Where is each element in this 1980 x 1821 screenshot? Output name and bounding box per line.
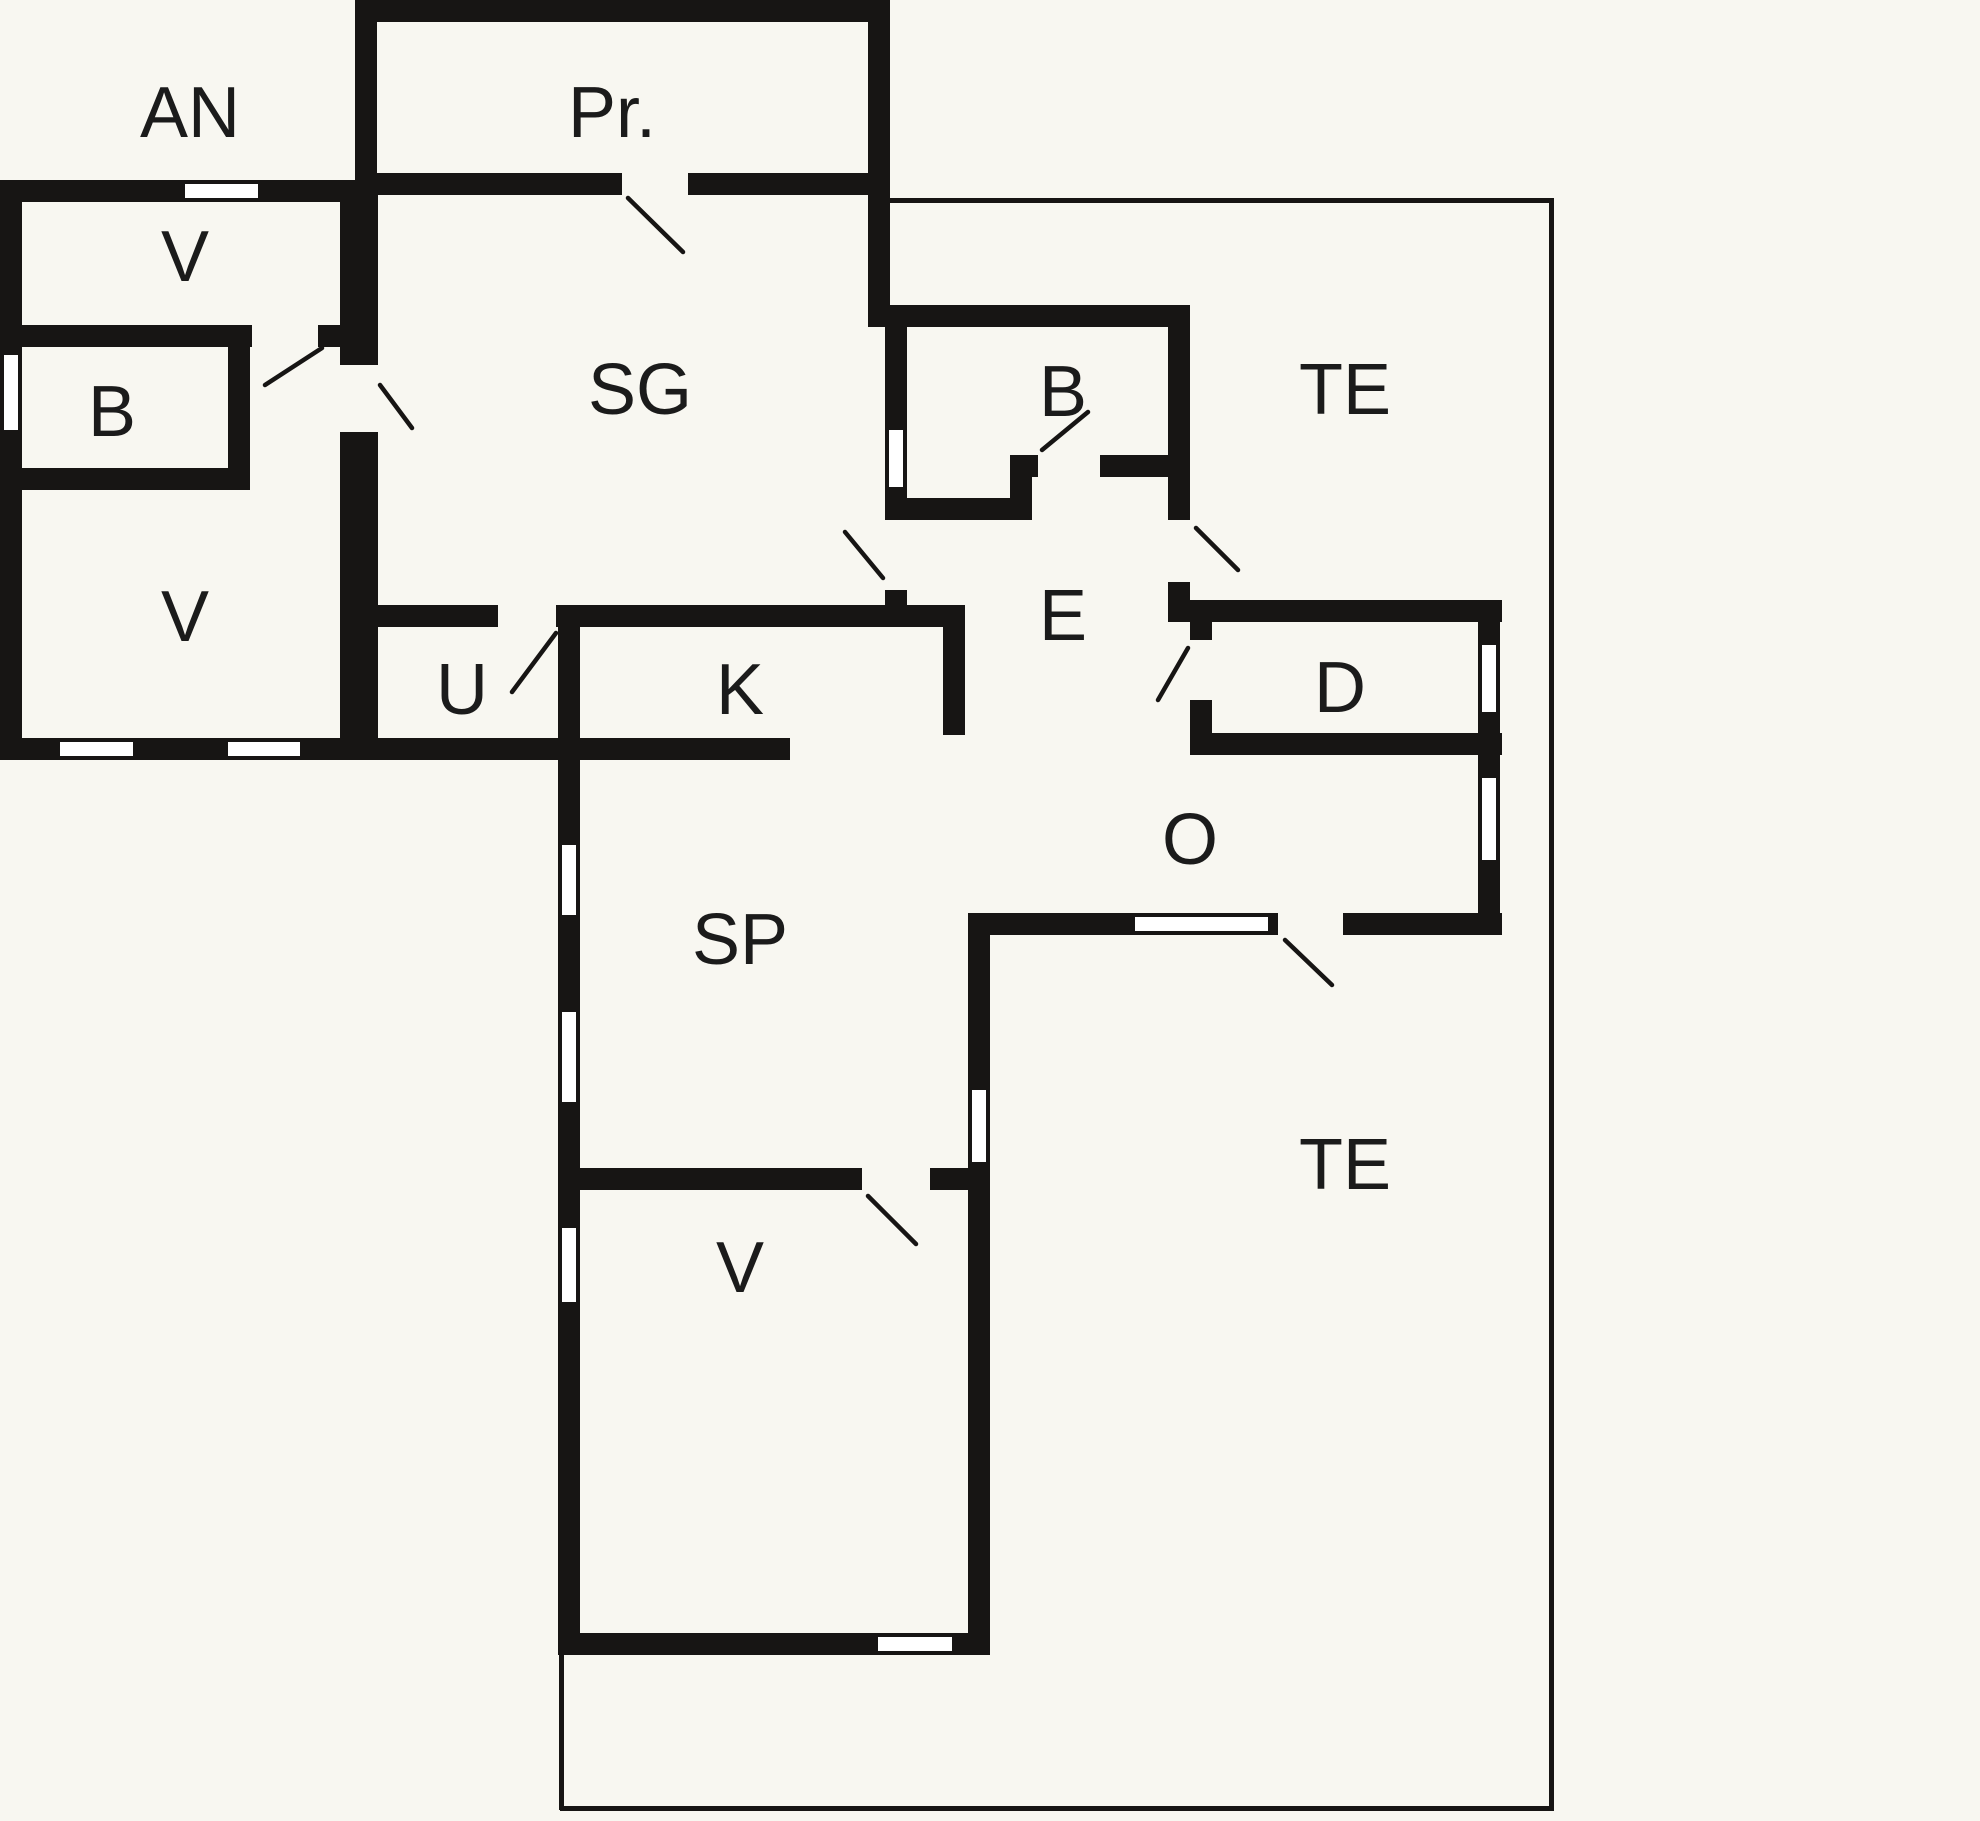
door-swing-annex-vb xyxy=(262,345,325,388)
door-swing-d xyxy=(1155,645,1191,703)
room-label-te-lower: TE xyxy=(1299,1125,1391,1205)
room-label-b-annex: B xyxy=(88,372,136,452)
room-label-u: U xyxy=(436,650,488,730)
door-swing-u xyxy=(509,630,559,695)
room-label-an: AN xyxy=(140,73,240,153)
room-label-k: K xyxy=(716,650,764,730)
door-swing-sp-v xyxy=(865,1193,919,1247)
room-label-d: D xyxy=(1314,648,1366,728)
door-swing-e-terrace xyxy=(1193,525,1241,573)
door-swing-annex-sg xyxy=(377,382,415,431)
door-swings xyxy=(262,195,1335,1247)
room-label-pr: Pr. xyxy=(568,73,656,153)
room-label-b-main: B xyxy=(1039,352,1087,432)
window-glass xyxy=(0,180,1500,1655)
door-swing-pr xyxy=(625,195,686,255)
room-label-o: O xyxy=(1162,800,1218,880)
room-label-e: E xyxy=(1039,576,1087,656)
room-label-sp: SP xyxy=(692,900,788,980)
room-label-v-lower: V xyxy=(716,1228,764,1308)
door-swing-b-main xyxy=(1039,409,1091,453)
room-label-v-mid: V xyxy=(161,577,209,657)
door-swing-o-terrace xyxy=(1282,937,1335,988)
room-label-v-top: V xyxy=(161,217,209,297)
room-label-sg: SG xyxy=(588,350,692,430)
room-labels: AN Pr. V B V SG B TE E U K D O SP TE V xyxy=(88,73,1391,1308)
door-swing-sg-e xyxy=(842,529,886,581)
room-label-te-upper: TE xyxy=(1299,350,1391,430)
